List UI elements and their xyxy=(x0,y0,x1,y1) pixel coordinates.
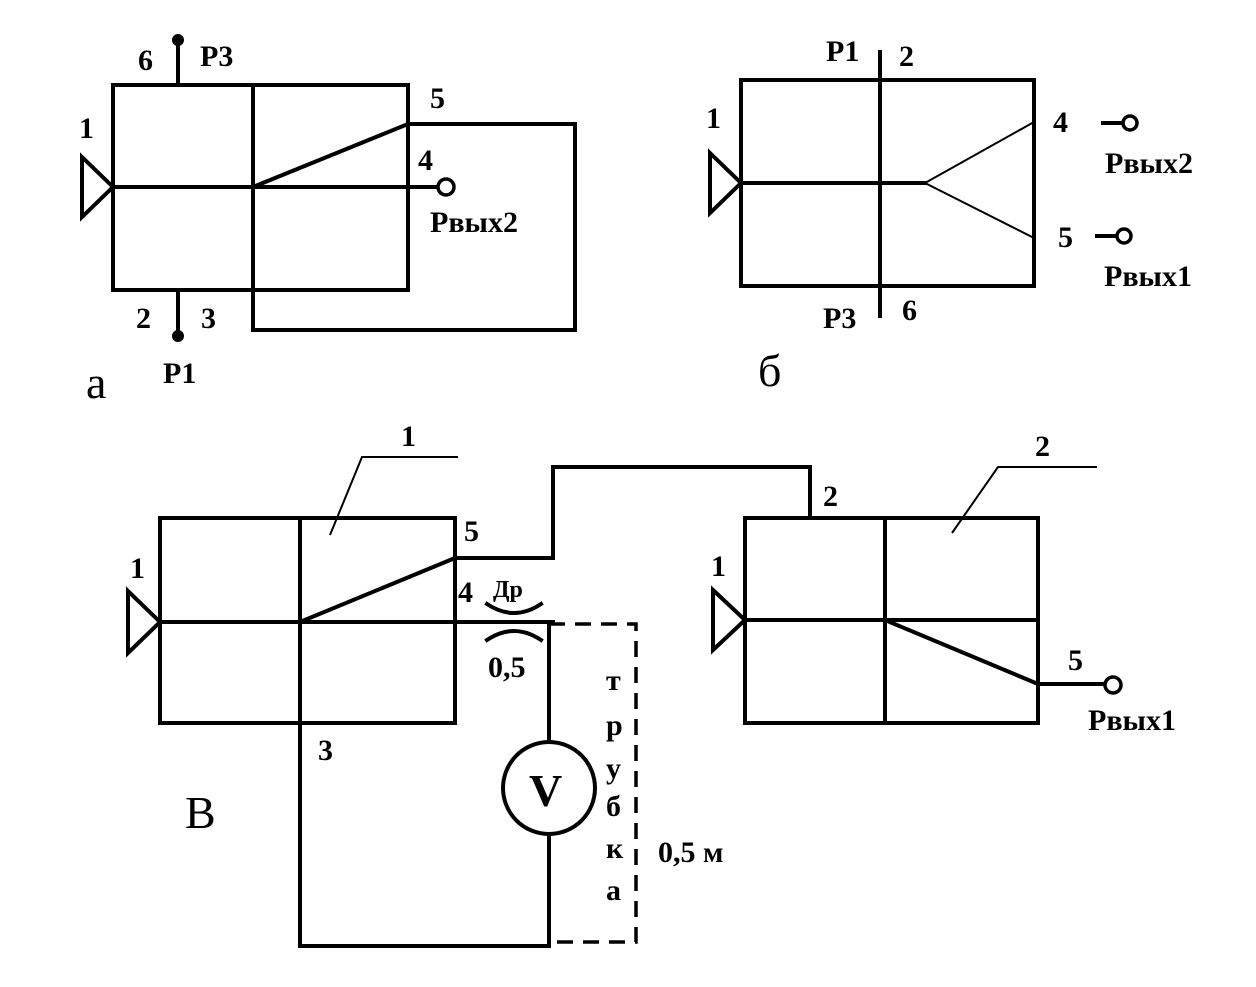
tube-length-label: 0,5 м xyxy=(658,836,723,869)
port-out-lower-label: 5 xyxy=(1058,221,1073,254)
bottom-signal-label: Р3 xyxy=(823,302,856,335)
output-terminal-icon xyxy=(436,177,456,197)
element-2: 2 1 2 5 Рвых1 xyxy=(711,430,1176,737)
output-signal-label: Рвых1 xyxy=(1088,704,1176,737)
port-top-label: 2 xyxy=(899,40,914,73)
port-output-label: 5 xyxy=(1068,644,1083,677)
input-nozzle-icon xyxy=(126,586,163,658)
tube-letter: к xyxy=(606,832,624,865)
tube-dashed-outline xyxy=(549,622,638,944)
panel-a: 1 6 Р3 2 3 Р1 5 4 Рвых2 а xyxy=(79,34,577,408)
input-nozzle-icon xyxy=(708,148,744,218)
callout-leader-line xyxy=(951,466,1097,534)
throttle-label: Др xyxy=(493,577,523,603)
panel-caption: В xyxy=(185,787,216,838)
input-nozzle-icon xyxy=(80,152,116,222)
tube-letter: р xyxy=(606,709,623,742)
callout-leader-line xyxy=(329,456,458,536)
port-upper-label: 5 xyxy=(464,515,479,548)
feedback-loop-line xyxy=(251,122,577,332)
panel-b: 1 Р1 2 Р3 6 4 Рвых2 5 Рвых1 б xyxy=(706,35,1193,396)
callout-label: 2 xyxy=(1035,430,1050,463)
volume-symbol: V xyxy=(529,765,562,816)
panel-caption: а xyxy=(86,357,106,408)
port-bottom-label: 2 xyxy=(136,302,151,335)
panel-caption: б xyxy=(758,345,781,396)
port-feedback-bottom-label: 3 xyxy=(201,302,216,335)
output-signal-label: Рвых2 xyxy=(430,206,518,239)
upper-branch-line xyxy=(924,121,1035,184)
throttle-value-label: 0,5 xyxy=(488,651,526,684)
output-upper-terminal-icon xyxy=(1121,114,1139,132)
output-terminal-icon xyxy=(1103,675,1123,695)
out-lower-signal-label: Рвых1 xyxy=(1104,260,1192,293)
tube-letter: б xyxy=(606,790,621,823)
port-bottom-label: 3 xyxy=(318,734,333,767)
bottom-port-dot-icon xyxy=(172,330,184,342)
port-top-label: 2 xyxy=(823,480,838,513)
tube-letter: т xyxy=(606,664,621,697)
return-to-port-3-line xyxy=(298,721,551,948)
panel-v: 1 1 5 4 3 Др 0,5 V т р у б к а xyxy=(126,420,1176,948)
top-port-dot-icon xyxy=(172,34,184,46)
input-nozzle-icon xyxy=(711,585,748,655)
throttle-volume-circuit: Др 0,5 V т р у б к а 0,5 м xyxy=(298,577,723,948)
throttle-lower-arc-icon xyxy=(484,629,544,643)
port-output-label: 4 xyxy=(418,144,433,177)
out-upper-signal-label: Рвых2 xyxy=(1105,147,1193,180)
port-output-label: 4 xyxy=(458,576,473,609)
element-1: 1 1 5 4 3 xyxy=(126,420,479,767)
port-input-label: 1 xyxy=(130,552,145,585)
top-signal-label: Р1 xyxy=(826,35,859,68)
port-input-label: 1 xyxy=(706,102,721,135)
link-line xyxy=(453,465,812,560)
port-top-signal-label: Р3 xyxy=(200,40,233,73)
diverter-line xyxy=(250,121,411,190)
port-input-label: 1 xyxy=(79,112,94,145)
port-out-upper-label: 4 xyxy=(1053,106,1068,139)
diverter-line xyxy=(297,555,458,625)
tube-letter: а xyxy=(606,874,621,907)
port-feedback-top-label: 5 xyxy=(430,82,445,115)
output-lower-terminal-icon xyxy=(1115,227,1133,245)
port-input-label: 1 xyxy=(711,550,726,583)
lower-branch-line xyxy=(924,182,1035,239)
port-bottom-signal-label: Р1 xyxy=(163,357,196,390)
tube-letter: у xyxy=(606,752,621,785)
port-top-label: 6 xyxy=(138,44,153,77)
diverter-line xyxy=(882,617,1041,687)
throttle-upper-arc-icon xyxy=(484,601,544,615)
callout-label: 1 xyxy=(401,420,416,453)
port-bottom-label: 6 xyxy=(902,294,917,327)
